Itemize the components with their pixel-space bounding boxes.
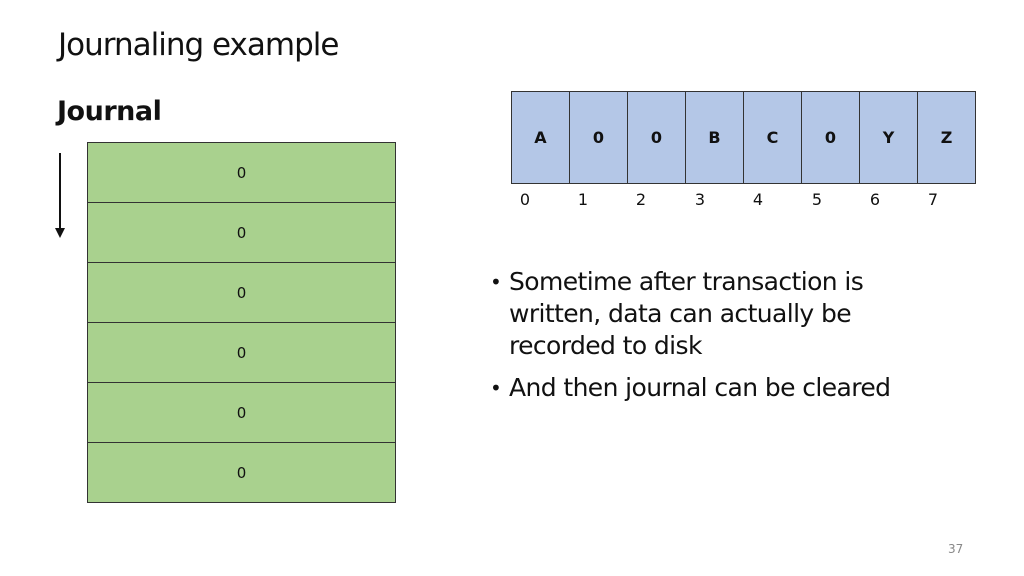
arrow-down-icon — [55, 153, 65, 238]
disk-index-label: 1 — [577, 190, 589, 209]
disk-cell: 0 — [802, 92, 860, 183]
disk-index-label: 5 — [811, 190, 823, 209]
journal-cell: 0 — [87, 143, 396, 203]
journal-cell: 0 — [87, 203, 396, 263]
slide-title: Journaling example — [58, 27, 339, 63]
journal-cell: 0 — [87, 383, 396, 443]
disk-cell: Y — [860, 92, 918, 183]
disk-index-label: 3 — [694, 190, 706, 209]
disk-index-label: 0 — [519, 190, 531, 209]
bullet-list: Sometime after transaction is written, d… — [490, 266, 950, 414]
disk-cell: 0 — [628, 92, 686, 183]
bullet-item: Sometime after transaction is written, d… — [490, 266, 950, 362]
journal-cell: 0 — [87, 263, 396, 323]
disk-cell: C — [744, 92, 802, 183]
disk-cell: B — [686, 92, 744, 183]
disk-index-label: 4 — [752, 190, 764, 209]
journal-stack: 0 0 0 0 0 0 — [87, 142, 396, 503]
disk-cell: Z — [918, 92, 975, 183]
disk-cell: A — [512, 92, 570, 183]
page-number: 37 — [948, 542, 964, 556]
journal-cell: 0 — [87, 443, 396, 503]
journal-cell: 0 — [87, 323, 396, 383]
disk-index-label: 6 — [869, 190, 881, 209]
disk-cell: 0 — [570, 92, 628, 183]
bullet-item: And then journal can be cleared — [490, 372, 950, 404]
disk-index-label: 7 — [927, 190, 939, 209]
disk-index-label: 2 — [635, 190, 647, 209]
journal-heading: Journal — [57, 96, 162, 127]
disk-blocks: A 0 0 B C 0 Y Z — [511, 91, 976, 184]
